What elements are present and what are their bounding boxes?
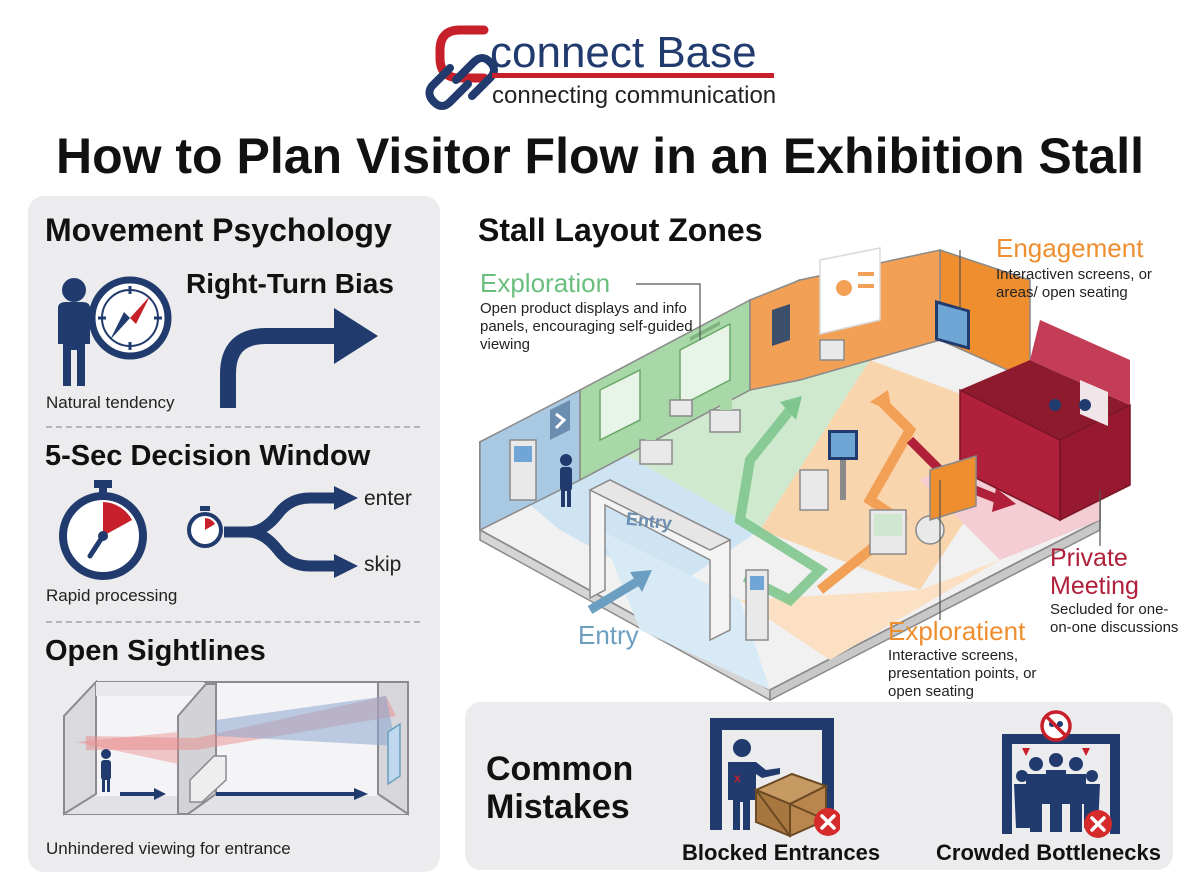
brand-name: connect Base	[490, 28, 757, 77]
leader-lines	[636, 250, 1101, 620]
person-icon: x	[728, 739, 780, 830]
svg-text:x: x	[734, 771, 741, 785]
small-stopwatch-icon	[187, 506, 223, 548]
engagement-zone-desc: Interactiven screens, or areas/ open sea…	[996, 266, 1152, 301]
person-compass-illustration	[58, 276, 172, 386]
crowded-bottleneck-illustration	[1002, 710, 1120, 838]
private-meeting-zone-desc: Secluded for one-on-one discussions	[1050, 601, 1179, 636]
x-circle-icon	[814, 808, 840, 836]
engagement-zone-title: Engagement	[996, 233, 1144, 263]
entry-arch	[588, 479, 732, 642]
section-divider	[46, 426, 420, 428]
crowded-bottlenecks-label: Crowded Bottlenecks	[936, 840, 1161, 865]
person-icon	[58, 278, 90, 386]
kiosk-props	[509, 339, 977, 641]
exploratient-zone-desc: Interactive screens, presentation points…	[888, 647, 1037, 700]
no-entry-icon	[1040, 710, 1072, 742]
stopwatch-icon	[59, 480, 147, 580]
right-turn-bias-label: Right-Turn Bias	[186, 268, 394, 299]
brand-tagline: connecting communication	[492, 82, 777, 109]
rapid-processing-caption: Rapid processing	[46, 586, 178, 605]
stall-layout-zones-title: Stall Layout Zones	[478, 212, 763, 248]
enter-label: enter	[364, 487, 412, 510]
private-meeting-zone-title: Private Meeting	[1050, 544, 1139, 600]
exploratient-zone-title: Exploratient	[888, 616, 1026, 646]
entry-zone-title: Entry	[578, 620, 639, 650]
compass-icon	[88, 276, 172, 360]
stall-layout-illustration	[479, 247, 1131, 702]
engagement-wall	[749, 247, 1031, 391]
exploration-zone-title: Exploration	[480, 268, 611, 298]
open-sightlines-title: Open Sightlines	[45, 635, 266, 667]
blocked-entrances-label: Blocked Entrances	[682, 840, 881, 865]
crate-icon	[753, 772, 829, 838]
private-meeting-room	[959, 320, 1131, 522]
natural-tendency-caption: Natural tendency	[46, 393, 175, 412]
section-divider	[46, 621, 420, 623]
decision-window-title: 5-Sec Decision Window	[45, 440, 371, 472]
fork-arrow-icon	[187, 486, 358, 578]
open-sightlines-illustration	[63, 679, 409, 816]
person-icon	[560, 454, 572, 507]
entry-arch-sign: Entry	[625, 508, 673, 534]
curved-arrow-icon	[220, 308, 378, 408]
movement-psychology-title: Movement Psychology	[45, 212, 392, 248]
common-mistakes-title: Common Mistakes	[486, 750, 634, 826]
brand-underline	[492, 73, 774, 78]
page-title: How to Plan Visitor Flow in an Exhibitio…	[55, 128, 1145, 184]
skip-label: skip	[364, 553, 402, 576]
blocked-entrance-illustration: x	[710, 718, 840, 838]
x-circle-icon	[1084, 810, 1112, 838]
exploration-zone-desc: Open product displays and info panels, e…	[480, 300, 693, 353]
sightlines-caption: Unhindered viewing for entrance	[46, 839, 291, 858]
